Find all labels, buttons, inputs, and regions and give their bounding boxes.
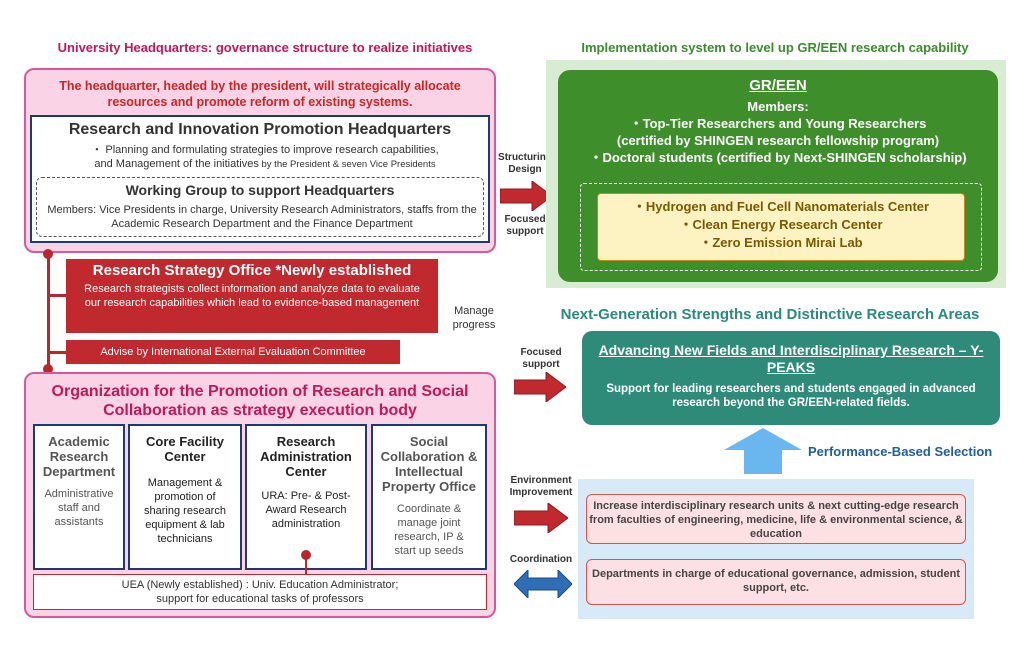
member-line-2: (certified by SHINGEN research fellowshi… (616, 133, 940, 148)
arrow-structuring-design (500, 181, 552, 211)
performance-based-selection-label: Performance-Based Selection (808, 444, 993, 459)
y-peaks-box (582, 331, 1000, 425)
unit-academic-research-department: Academic Research Department Administrat… (33, 424, 125, 570)
unit-description: Coordinate & manage joint research, IP &… (394, 503, 464, 557)
manage-progress-label: Manage progress (452, 305, 496, 331)
unit-social-collaboration-ip-office: Social Collaboration & Intellectual Prop… (371, 424, 487, 570)
organization-title: Organization for the Promotion of Resear… (51, 383, 469, 419)
research-strategy-office-title: Research Strategy Office *Newly establis… (92, 262, 412, 279)
structuring-design-label: Structuring Design (498, 152, 552, 175)
connector-vertical-line (47, 254, 50, 374)
gr-een-members: Members: ・Top-Tier Researchers and Young… (558, 98, 998, 166)
arrow-environment-improvement (514, 503, 568, 533)
member-line-3: ・Doctoral students (certified by Next-SH… (589, 150, 967, 165)
unit-title: Academic Research Department (42, 434, 116, 479)
interdisciplinary-units-box (586, 494, 966, 544)
arrow-coordination-double (514, 570, 572, 598)
uea-connector-line (305, 552, 307, 576)
rip-desc-line2-main: and Management of the initiatives (94, 158, 259, 170)
advise-committee-box: Advise by International External Evaluat… (66, 340, 400, 364)
unit-title: Core Facility Center (145, 434, 225, 464)
working-group-description: Members: Vice Presidents in charge, Univ… (47, 204, 477, 230)
education-departments-box (586, 559, 966, 605)
connector-dot-bottom (43, 364, 53, 374)
rip-desc-line2-small: by the President & seven Vice Presidents (258, 159, 436, 170)
arrow-performance-up (724, 428, 802, 474)
centers-dashed-frame (580, 183, 982, 271)
unit-description: URA: Pre- & Post-Award Research administ… (261, 490, 351, 530)
centers-box (597, 193, 965, 261)
unit-core-facility-center: Core Facility Center Management & promot… (128, 424, 242, 570)
unit-description: Administrative staff and assistants (44, 488, 114, 528)
headquarters-lead-text: The headquarter, headed by the president… (59, 79, 461, 109)
connector-to-advise (48, 351, 68, 354)
coordination-label: Coordination (509, 554, 573, 565)
connector-dot-top (43, 249, 53, 259)
interdisciplinary-units-text: Increase interdisciplinary research unit… (589, 500, 963, 540)
focused-support-label-top: Focused support (504, 214, 546, 237)
working-group-box (36, 177, 484, 237)
unit-title: Social Collaboration & Intellectual Prop… (380, 434, 478, 494)
unit-research-administration-center: Research Administration Center URA: Pre-… (245, 424, 367, 570)
uea-connector-dot (301, 550, 311, 560)
right-section-header: Implementation system to level up GR/EEN… (581, 40, 969, 55)
research-strategy-office-description: Research strategists collect information… (84, 283, 420, 309)
uea-line1: UEA (Newly established) : Univ. Educatio… (121, 579, 399, 591)
uea-line2: support for educational tasks of profess… (156, 593, 364, 605)
y-peaks-description: Support for leading researchers and stud… (606, 383, 976, 409)
unit-description: Management & promotion of sharing resear… (144, 477, 226, 545)
connector-to-strategy-office (48, 294, 68, 297)
left-section-header: University Headquarters: governance stru… (57, 40, 473, 55)
uea-box (33, 574, 487, 610)
rip-headquarters-description: ・ Planning and formulating strategies to… (45, 143, 485, 172)
research-strategy-office-box (66, 259, 438, 333)
center-item-1: ・Hydrogen and Fuel Cell Nanomaterials Ce… (632, 199, 930, 214)
uea-text: UEA (Newly established) : Univ. Educatio… (33, 578, 487, 606)
education-departments-text: Departments in charge of educational gov… (592, 568, 960, 594)
y-peaks-title: Advancing New Fields and Interdisciplina… (598, 342, 984, 375)
rip-headquarters-title: Research and Innovation Promotion Headqu… (68, 121, 452, 138)
rip-desc-line2: and Management of the initiatives by the… (45, 157, 485, 172)
members-label: Members: (747, 99, 809, 114)
unit-title: Research Administration Center (260, 434, 352, 479)
member-line-1: ・Top-Tier Researchers and Young Research… (629, 116, 927, 131)
environment-improvement-label: Environment Improvement (509, 475, 573, 498)
center-item-2: ・Clean Energy Research Center (679, 217, 883, 232)
next-generation-title: Next-Generation Strengths and Distinctiv… (560, 306, 980, 323)
gr-een-title: GR/EEN (749, 77, 807, 94)
rip-desc-line1: ・ Planning and formulating strategies to… (91, 144, 439, 156)
working-group-title: Working Group to support Headquarters (125, 182, 395, 198)
centers-list: ・Hydrogen and Fuel Cell Nanomaterials Ce… (597, 198, 965, 252)
center-item-3: ・Zero Emission Mirai Lab (699, 235, 863, 250)
focused-support-label-mid: Focused support (520, 347, 562, 370)
arrow-focused-support (514, 372, 566, 402)
